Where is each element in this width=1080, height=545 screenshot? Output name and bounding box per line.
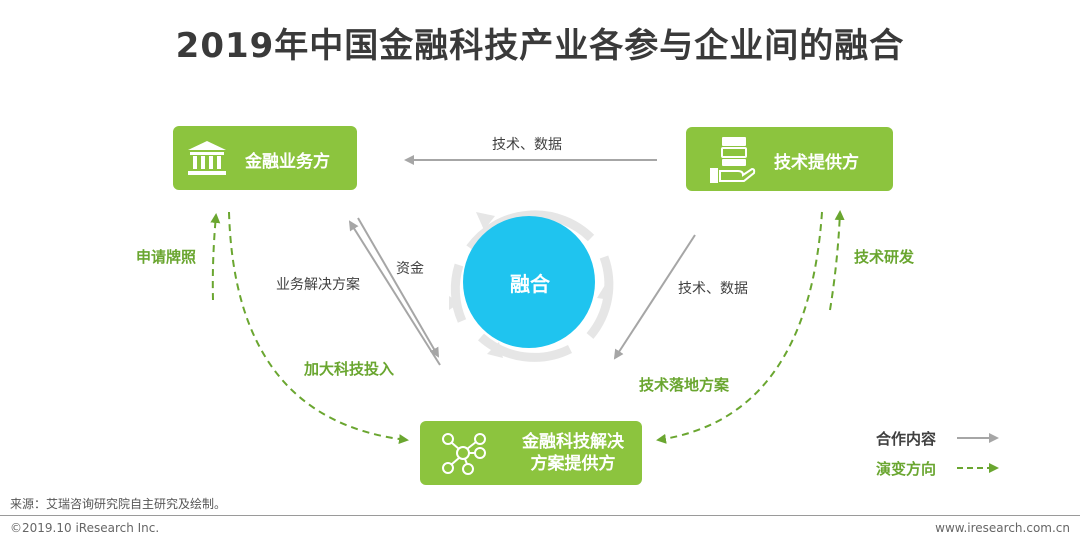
label-license: 申请牌照 bbox=[136, 248, 197, 266]
node-solution-label: 金融科技解决 方案提供方 bbox=[508, 431, 638, 475]
server-hand-icon bbox=[710, 137, 756, 183]
arrow-tech-to-solution bbox=[613, 234, 696, 360]
label-funds: 资金 bbox=[396, 261, 424, 277]
website-link[interactable]: www.iresearch.com.cn bbox=[935, 521, 1070, 535]
node-tech: 技术提供方 bbox=[686, 127, 893, 191]
arrow-evolution-left-up bbox=[210, 213, 221, 301]
label-business-solution: 业务解决方案 bbox=[276, 277, 360, 293]
label-tech-data-right: 技术、数据 bbox=[678, 281, 748, 297]
arrow-evolution-right-up bbox=[829, 210, 845, 311]
ring-head-bottom bbox=[487, 342, 503, 358]
label-tech-data-top: 技术、数据 bbox=[492, 137, 562, 153]
arrow-funds bbox=[357, 217, 440, 358]
node-solution: 金融科技解决 方案提供方 bbox=[420, 421, 642, 485]
source-note: 来源：艾瑞咨询研究院自主研究及绘制。 bbox=[10, 497, 227, 511]
node-finance-label: 金融业务方 bbox=[245, 152, 330, 172]
page-title: 2019年中国金融科技产业各参与企业间的融合 bbox=[175, 26, 905, 66]
network-icon bbox=[442, 433, 486, 475]
label-invest: 加大科技投入 bbox=[304, 360, 395, 378]
arrow-evolution-left bbox=[228, 211, 409, 445]
ring-arc-top bbox=[466, 210, 595, 251]
center-label: 融合 bbox=[510, 272, 550, 296]
ring-head-left bbox=[449, 296, 460, 310]
footer-divider bbox=[0, 515, 1080, 516]
node-tech-label: 技术提供方 bbox=[774, 153, 859, 173]
node-solution-label-line1: 金融科技解决 bbox=[522, 432, 624, 452]
arrow-evolution-right bbox=[656, 211, 823, 444]
legend-evolution-label: 演变方向 bbox=[876, 460, 937, 478]
center-circle bbox=[463, 216, 595, 348]
node-finance: 金融业务方 bbox=[173, 126, 357, 190]
arrow-business-solution bbox=[348, 220, 441, 366]
label-rnd: 技术研发 bbox=[854, 248, 915, 266]
bank-icon bbox=[188, 141, 226, 175]
ring-head-top bbox=[476, 212, 495, 230]
ring-head-right bbox=[597, 285, 611, 300]
copyright: ©2019.10 iResearch Inc. bbox=[10, 521, 160, 535]
ring-arc-left bbox=[450, 263, 467, 323]
ring-arc-bottom bbox=[478, 333, 573, 362]
legend-cooperation-label: 合作内容 bbox=[876, 430, 937, 448]
label-landing: 技术落地方案 bbox=[639, 376, 730, 394]
node-solution-label-line2: 方案提供方 bbox=[530, 454, 616, 474]
